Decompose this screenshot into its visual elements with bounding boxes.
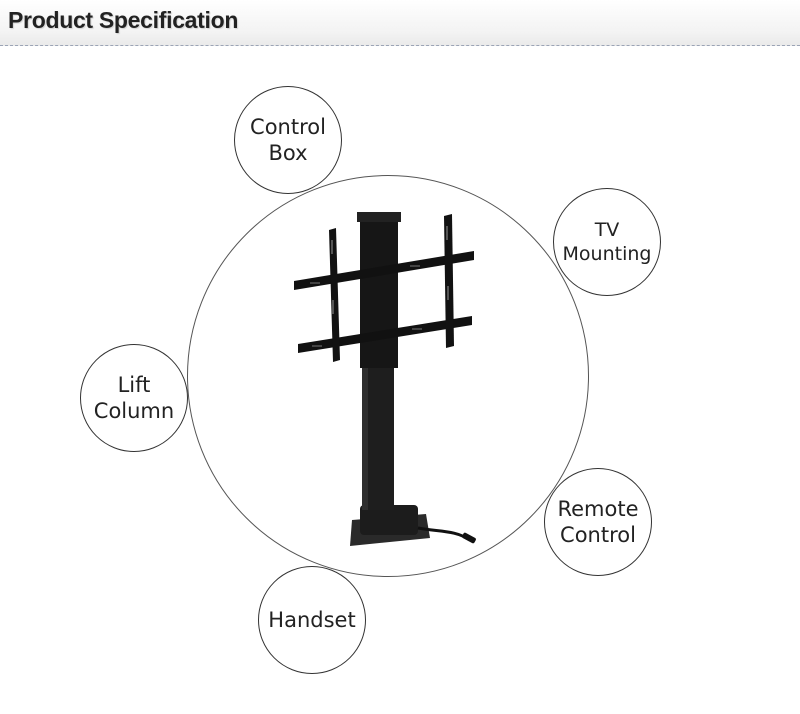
callout-label: Control Box	[250, 115, 326, 165]
header-bar: Product Specification	[0, 0, 800, 46]
callout-handset: Handset	[258, 566, 366, 674]
callout-lift-column: Lift Column	[80, 344, 188, 452]
column-cap	[357, 212, 401, 222]
page-title: Product Specification	[8, 7, 239, 33]
cable-plug	[462, 532, 476, 544]
lift-column-upper	[360, 218, 398, 368]
callout-remote-control: Remote Control	[544, 468, 652, 576]
callout-tv-mounting: TV Mounting	[553, 188, 661, 296]
bracket-arm-left	[329, 228, 340, 362]
bracket-rail-bottom	[298, 316, 472, 353]
motor-housing	[360, 505, 418, 535]
callout-label: Lift Column	[93, 373, 175, 423]
callout-label: TV Mounting	[562, 219, 652, 265]
bracket-arm-right	[444, 214, 454, 348]
callout-label: Handset	[268, 608, 356, 632]
product-ring	[187, 175, 589, 577]
callout-label: Remote Control	[557, 497, 639, 547]
header-divider	[0, 45, 800, 46]
lift-column-highlight	[362, 330, 368, 510]
bracket-rail-top	[294, 251, 474, 290]
callout-control-box: Control Box	[234, 86, 342, 194]
